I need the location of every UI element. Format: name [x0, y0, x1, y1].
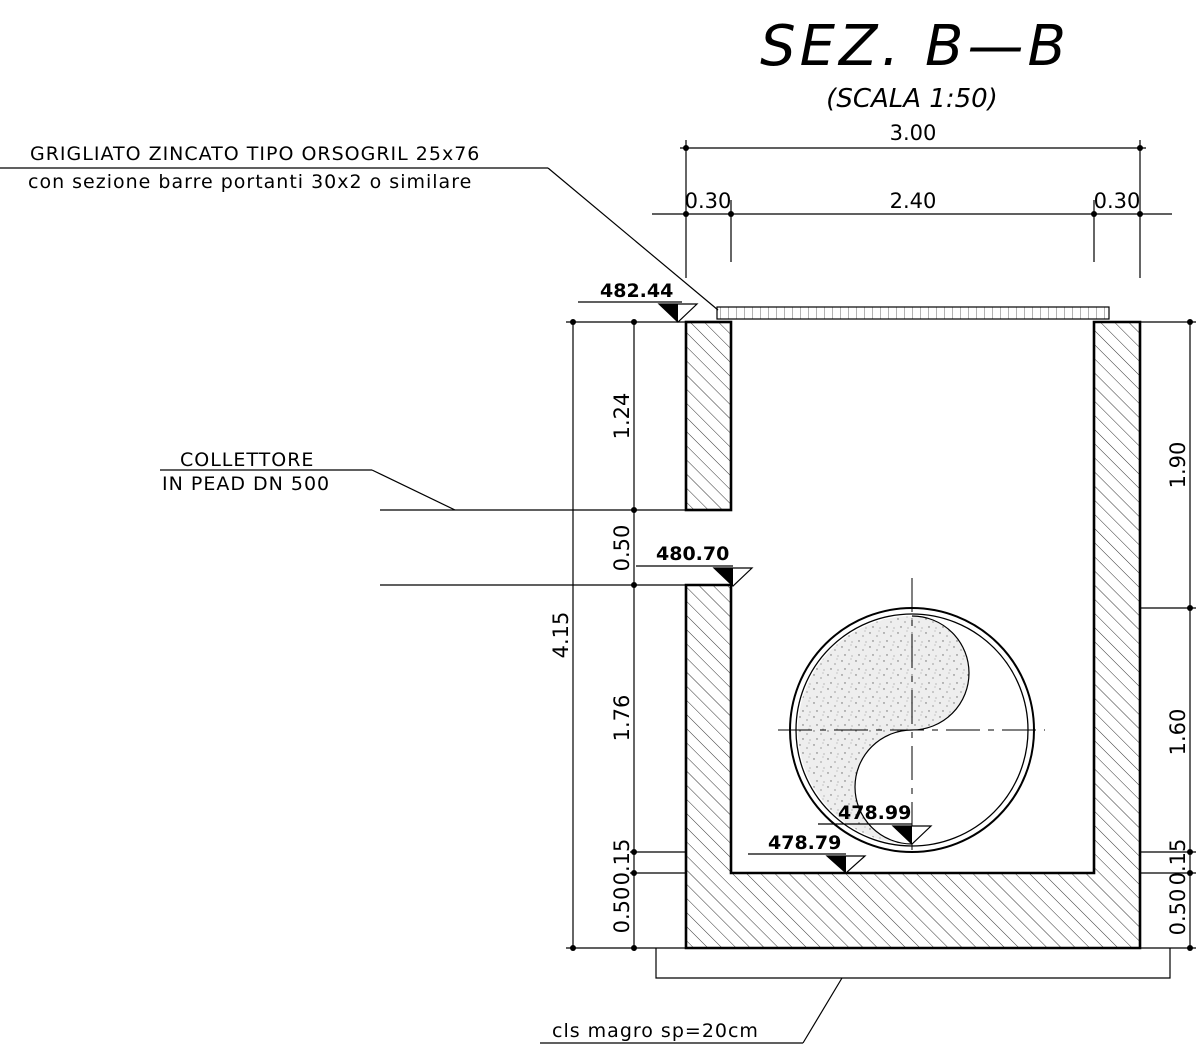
drawing-title: SEZ. B—B [760, 14, 1070, 79]
dim-left-pipe: 0.50 [610, 525, 634, 572]
chamber-walls [684, 320, 1142, 950]
dim-left-mid: 1.76 [610, 695, 634, 742]
right-dimension-lines [1140, 319, 1196, 951]
dim-left-015: 0.15 [610, 839, 634, 886]
lean-concrete [540, 948, 1171, 1044]
level-pipe-marker [636, 565, 754, 587]
dim-left-base: 0.50 [610, 887, 634, 934]
top-dimension-lines [652, 140, 1172, 278]
left-wall-upper [684, 320, 733, 512]
dim-left-upper: 1.24 [610, 393, 634, 440]
level-inner-bottom-marker [818, 823, 933, 845]
dim-right-upper: 1.90 [1166, 442, 1190, 489]
dim-left-wall: 0.30 [685, 189, 732, 213]
level-floor-marker [748, 853, 867, 874]
lean-concrete-note: cls magro sp=20cm [552, 1020, 759, 1042]
collector-pipe [160, 469, 686, 586]
level-floor-value: 478.79 [768, 832, 841, 854]
collector-note-line2: IN PEAD DN 500 [162, 473, 330, 495]
left-dimension-lines [566, 319, 686, 951]
grating-note-line2: con sezione barre portanti 30x2 o simila… [28, 171, 472, 193]
dim-inner-width: 2.40 [890, 189, 937, 213]
level-top-value: 482.44 [600, 280, 673, 302]
grating [716, 306, 1110, 320]
collector-note-line1: COLLETTORE [180, 449, 314, 471]
dim-right-mid: 1.60 [1166, 709, 1190, 756]
level-inner-bottom-value: 478.99 [838, 802, 911, 824]
dim-right-015: 0.15 [1166, 839, 1190, 886]
level-top-marker [578, 301, 699, 323]
grating-leader [0, 167, 719, 311]
dim-right-base: 0.50 [1166, 889, 1190, 936]
pipe-section [778, 578, 1045, 853]
level-pipe-value: 480.70 [656, 543, 729, 565]
dim-total-height: 4.15 [549, 612, 573, 659]
dim-total-width: 3.00 [890, 121, 937, 145]
dim-right-wall: 0.30 [1094, 189, 1141, 213]
grating-note-line1: GRIGLIATO ZINCATO TIPO ORSOGRIL 25x76 [30, 143, 480, 165]
drawing-scale: (SCALA 1:50) [826, 84, 998, 114]
